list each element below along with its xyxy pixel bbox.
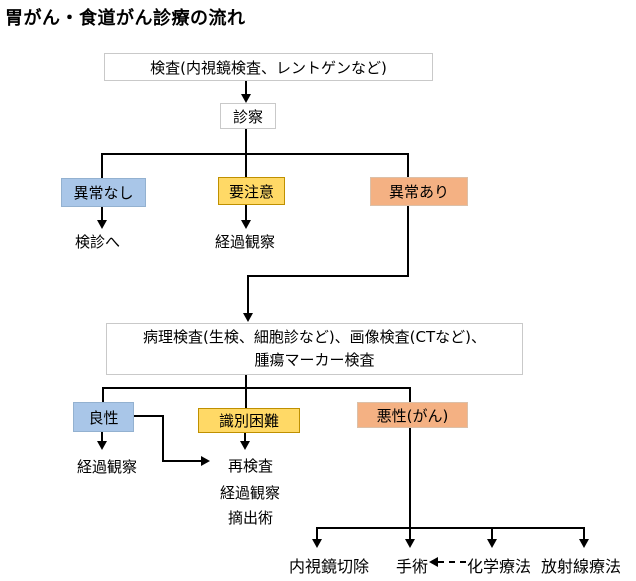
label-excision: 摘出術 bbox=[228, 509, 274, 527]
arrowhead-left-icon bbox=[429, 557, 438, 567]
arrowhead-down-icon bbox=[240, 441, 250, 450]
arrowhead-down-icon bbox=[579, 539, 589, 548]
connector-line bbox=[245, 387, 247, 408]
connector-line bbox=[101, 153, 409, 155]
label-chemotherapy: 化学療法 bbox=[467, 557, 532, 576]
connector-line bbox=[162, 415, 164, 462]
pathology-line-2: 腫瘍マーカー検査 bbox=[254, 351, 375, 369]
node-exam: 検査(内視鏡検査、レントゲンなど) bbox=[104, 53, 433, 81]
connector-line bbox=[162, 460, 202, 462]
connector-line bbox=[102, 387, 104, 403]
pathology-line-1: 病理検査(生検、細胞診など)、画像検査(CTなど)、 bbox=[142, 327, 487, 346]
node-malignant: 悪性(がん) bbox=[357, 402, 468, 428]
connector-line bbox=[245, 375, 247, 389]
arrowhead-down-icon bbox=[243, 313, 253, 322]
arrowhead-down-icon bbox=[405, 539, 415, 548]
connector-line bbox=[134, 415, 164, 417]
connector-line bbox=[245, 129, 247, 155]
arrowhead-down-icon bbox=[97, 220, 107, 229]
label-to-checkup: 検診へ bbox=[75, 233, 121, 251]
connector-line bbox=[409, 428, 411, 529]
label-surgery: 手術 bbox=[396, 557, 429, 576]
label-radiotherapy: 放射線療法 bbox=[541, 557, 622, 576]
node-pathology: 病理検査(生検、細胞診など)、画像検査(CTなど)、 腫瘍マーカー検査 bbox=[106, 323, 523, 375]
label-reexam: 再検査 bbox=[228, 457, 274, 475]
connector-line bbox=[491, 527, 493, 540]
label-endoscopic-resection: 内視鏡切除 bbox=[289, 557, 370, 576]
connector-line bbox=[247, 275, 249, 314]
node-abnormality: 異常あり bbox=[370, 177, 468, 206]
connector-line bbox=[101, 432, 103, 442]
arrowhead-down-icon bbox=[241, 220, 251, 229]
node-benign: 良性 bbox=[73, 402, 134, 432]
dashed-connector-line bbox=[438, 561, 466, 563]
connector-line bbox=[409, 527, 411, 540]
node-consult: 診察 bbox=[220, 103, 276, 129]
connector-line bbox=[101, 153, 103, 178]
connector-line bbox=[247, 275, 409, 277]
label-followup-3: 経過観察 bbox=[220, 484, 281, 502]
connector-line bbox=[245, 205, 247, 221]
connector-line bbox=[316, 527, 585, 529]
label-followup-2: 経過観察 bbox=[77, 458, 138, 476]
page-title: 胃がん・食道がん診療の流れ bbox=[5, 8, 246, 29]
connector-line bbox=[102, 387, 411, 389]
arrowhead-down-icon bbox=[487, 539, 497, 548]
arrowhead-down-icon bbox=[241, 94, 251, 103]
connector-line bbox=[407, 153, 409, 177]
arrowhead-down-icon bbox=[97, 441, 107, 450]
connector-line bbox=[407, 206, 409, 277]
arrowhead-down-icon bbox=[312, 539, 322, 548]
label-followup-1: 経過観察 bbox=[215, 233, 276, 251]
arrowhead-right-icon bbox=[201, 456, 210, 466]
connector-line bbox=[583, 527, 585, 540]
connector-line bbox=[409, 387, 411, 403]
connector-line bbox=[245, 81, 247, 96]
connector-line bbox=[101, 207, 103, 221]
node-hard-to-identify: 識別困難 bbox=[198, 408, 300, 433]
connector-line bbox=[244, 433, 246, 442]
connector-line bbox=[316, 527, 318, 540]
node-no-abnormality: 異常なし bbox=[61, 178, 146, 207]
connector-line bbox=[245, 153, 247, 177]
node-caution: 要注意 bbox=[218, 177, 285, 205]
